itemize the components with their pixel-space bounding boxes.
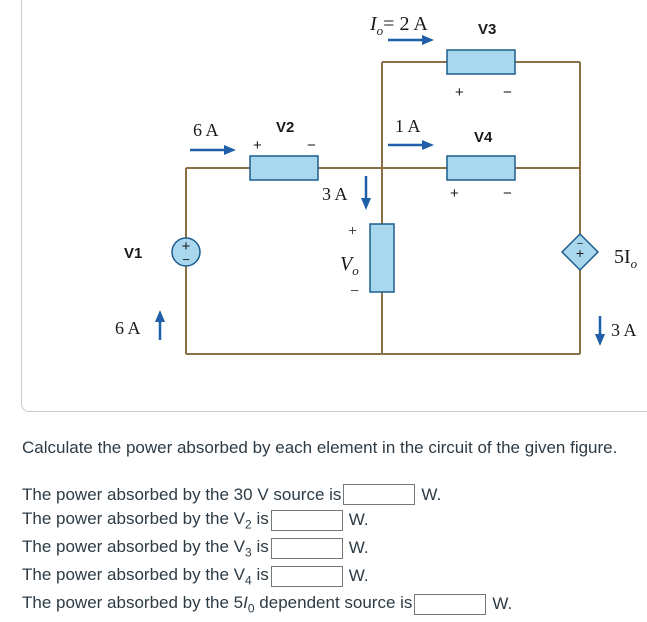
answer-unit-dependent: W. xyxy=(492,594,513,614)
answer-input-30v[interactable] xyxy=(343,484,416,505)
vo-minus: − xyxy=(350,283,359,300)
vo-plus: + xyxy=(348,223,357,240)
v4-label: V4 xyxy=(474,129,493,146)
answer-label-v2: The power absorbed by the V2 is xyxy=(22,509,269,532)
v3-label: V3 xyxy=(478,21,496,38)
answer-unit-v4: W. xyxy=(348,566,369,586)
answer-input-v3[interactable] xyxy=(270,537,343,559)
v4-minus: − xyxy=(503,185,512,202)
three-a-right-label: 3 A xyxy=(611,320,637,340)
answer-label-v3: The power absorbed by the V3 is xyxy=(22,537,269,560)
v1-minus-sign: − xyxy=(182,252,190,267)
answer-unit-v3: W. xyxy=(348,538,369,558)
answer-line-30v: The power absorbed by the 30 V source is… xyxy=(22,484,441,505)
io-label: Io= 2 A xyxy=(369,13,428,38)
answer-unit-30v: W. xyxy=(421,484,442,504)
answer-line-dependent: The power absorbed by the 5I0 dependent … xyxy=(22,593,512,615)
v1-plus-sign: + xyxy=(182,238,191,255)
v1-source xyxy=(171,237,201,267)
current-arrows xyxy=(155,35,605,346)
v3-minus: − xyxy=(503,84,512,101)
dep-source-label: 5Io xyxy=(614,246,638,271)
dep-plus-sign: + xyxy=(576,245,584,261)
answer-label-dependent: The power absorbed by the 5I0 dependent … xyxy=(22,593,413,616)
v4-plus: + xyxy=(450,185,459,202)
v2-plus: + xyxy=(253,137,262,154)
answer-input-v2[interactable] xyxy=(270,509,343,531)
answer-input-dependent[interactable] xyxy=(414,593,487,615)
one-a-label: 1 A xyxy=(395,116,421,136)
arrowhead-3a-right xyxy=(595,334,605,346)
v4-element xyxy=(446,155,516,181)
v1-label: V1 xyxy=(124,245,142,262)
question-text: Calculate the power absorbed by each ele… xyxy=(22,438,618,457)
v3-element xyxy=(446,49,516,75)
v3-plus: + xyxy=(455,84,464,101)
answer-line-v4: The power absorbed by the V4 is W. xyxy=(22,565,369,587)
vo-element xyxy=(369,223,395,293)
answer-label-v4: The power absorbed by the V4 is xyxy=(22,565,269,588)
arrowhead-6a-left xyxy=(155,310,165,322)
v2-label: V2 xyxy=(276,119,294,136)
circuit-diagram: + − + − Io= 2 A V3 + − V4 + − V2 + xyxy=(115,13,638,355)
figure-frame xyxy=(21,0,647,412)
answer-line-v3: The power absorbed by the V3 is W. xyxy=(22,537,369,559)
dependent-source xyxy=(560,232,600,272)
v2-element xyxy=(249,155,319,181)
arrowhead-1a xyxy=(422,140,434,150)
answer-input-v4[interactable] xyxy=(270,565,343,587)
six-a-left-label: 6 A xyxy=(115,318,141,338)
answer-line-v2: The power absorbed by the V2 is W. xyxy=(22,509,369,531)
six-a-top-label: 6 A xyxy=(193,120,219,140)
answer-unit-v2: W. xyxy=(348,510,369,530)
arrowhead-6a-top xyxy=(224,145,236,155)
arrowhead-3a-mid xyxy=(361,198,371,210)
three-a-mid-label: 3 A xyxy=(322,184,348,204)
vo-label: Vo xyxy=(340,253,359,278)
arrowhead-io xyxy=(422,35,434,45)
circuit-wires xyxy=(185,61,581,355)
v2-minus: − xyxy=(307,137,316,154)
dep-minus-sign: − xyxy=(577,238,583,250)
answer-label-30v: The power absorbed by the 30 V source is xyxy=(22,484,342,504)
